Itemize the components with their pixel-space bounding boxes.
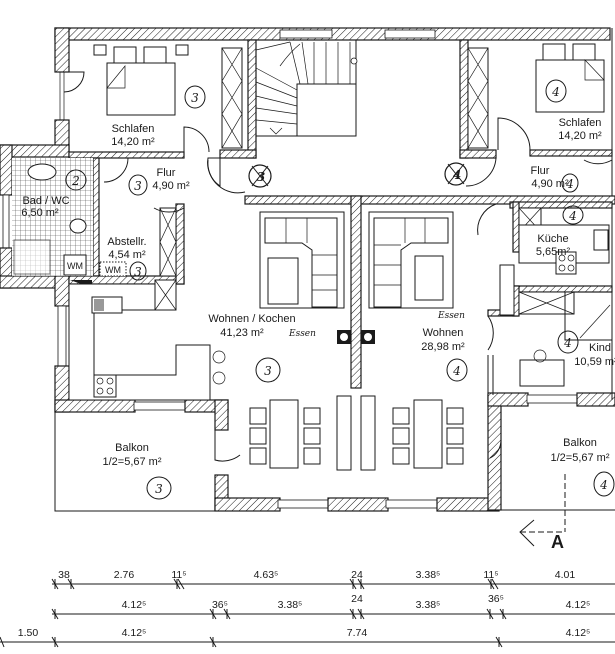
washer-1 <box>63 254 87 276</box>
bed-unit-4 <box>535 43 605 113</box>
room-name: Flur <box>157 167 176 179</box>
dimension-label: 36⁵ <box>212 599 228 611</box>
unit-number: 3 <box>155 482 163 496</box>
dining-unit-3 <box>249 395 352 471</box>
entrance-marker-3: 3 <box>248 164 272 188</box>
bathtub-icon <box>13 239 51 275</box>
room-area: 5,65m² <box>536 246 571 258</box>
room-area: 14,20 m² <box>111 136 155 148</box>
room-label-wohnen-kochen: Wohnen / Kochen 41,23 m² 3 Essen <box>208 313 316 383</box>
room-name: Kind <box>589 342 611 354</box>
room-area: 41,23 m² <box>220 327 264 339</box>
unit-number: 4 <box>452 364 461 378</box>
entrance-number-4: 4 <box>453 168 461 182</box>
handwritten-note: Essen <box>437 311 465 321</box>
dimension-label: 36⁵ <box>488 593 504 605</box>
room-area: 14,20 m² <box>558 130 602 142</box>
unit-number: 4 <box>565 177 574 191</box>
staircase <box>255 39 358 137</box>
room-name: Schlafen <box>112 123 155 135</box>
room-name: Wohnen / Kochen <box>208 313 295 325</box>
room-area: 1/2=5,67 m² <box>550 452 609 464</box>
washer-2 <box>99 261 127 277</box>
dimension-label: 7.74 <box>347 627 368 639</box>
sofa-unit-3 <box>259 211 345 309</box>
dimension-label: 11⁵ <box>483 569 498 581</box>
room-area: 4,90 m² <box>152 180 190 192</box>
washer-2-label: WM <box>105 265 121 275</box>
doors <box>63 71 613 462</box>
room-label-bad: Bad / WC 6,50 m² 2 <box>21 169 87 219</box>
dimension-label: 24 <box>351 569 363 581</box>
section-marker: A <box>519 474 566 552</box>
unit-number: 4 <box>599 478 608 492</box>
dimension-label: 4.12⁵ <box>566 599 591 611</box>
room-label-flur-3: Flur 4,90 m² 3 <box>128 167 190 196</box>
unit-number: 4 <box>563 336 572 350</box>
dimension-label: 38 <box>58 569 70 581</box>
dimension-label: 3.38⁵ <box>416 569 441 581</box>
room-label-flur-4: Flur 4,90 m² 4 <box>531 165 579 193</box>
room-label-kind: Kind 10,59 m² 4 <box>557 330 615 368</box>
room-name: Balkon <box>115 442 149 454</box>
room-name: Wohnen <box>423 327 464 339</box>
room-label-schlafen-4: Schlafen 14,20 m² 4 <box>545 79 602 142</box>
unit-number: 4 <box>568 209 577 223</box>
dimension-label: 24 <box>351 593 363 605</box>
dimension-lines: 38 2.76 11⁵ 4.63⁵ 24 3.38⁵ 11⁵ 4.01 4.12… <box>0 569 615 648</box>
dimension-label: 1.50 <box>18 627 39 639</box>
unit-number: 3 <box>264 364 272 378</box>
room-area: 1/2=5,67 m² <box>102 456 161 468</box>
sofa-unit-4 <box>368 211 454 309</box>
room-label-abstellraum: Abstellr. 4,54 m² 3 <box>107 236 147 281</box>
room-area: 10,59 m² <box>574 356 615 368</box>
dimension-label: 3.38⁵ <box>278 599 303 611</box>
dimension-label: 4.12⁵ <box>566 627 591 639</box>
dimension-label: 3.38⁵ <box>416 599 441 611</box>
unit-number: 3 <box>134 179 142 193</box>
room-area: 6,50 m² <box>21 207 59 219</box>
sink-icon <box>27 163 57 181</box>
room-name: Bad / WC <box>22 195 69 207</box>
dimension-label: 4.63⁵ <box>254 569 279 581</box>
unit-number: 3 <box>134 265 142 279</box>
bed-unit-3 <box>93 44 189 116</box>
dimension-label: 2.76 <box>114 569 135 581</box>
room-name: Balkon <box>563 437 597 449</box>
washer-1-label: WM <box>67 261 83 271</box>
room-label-wohnen-4: Wohnen 28,98 m² 4 Essen <box>421 311 468 382</box>
room-label-balkon-4: Balkon 1/2=5,67 m² 4 <box>550 437 615 497</box>
interior-walls <box>68 39 615 395</box>
exterior-walls <box>0 27 615 512</box>
kind-furniture <box>519 291 613 387</box>
kitchen-unit-4 <box>499 224 610 316</box>
room-label-kueche: Küche 5,65m² 4 <box>536 205 584 258</box>
room-area: 28,98 m² <box>421 341 465 353</box>
kitchen-unit-3 <box>68 283 226 401</box>
balcony-outlines <box>54 412 615 512</box>
dimension-label: 4.12⁵ <box>122 627 147 639</box>
room-name: Schlafen <box>559 117 602 129</box>
unit-number: 3 <box>191 91 199 105</box>
unit-number: 2 <box>71 174 80 188</box>
section-label: A <box>551 532 564 552</box>
room-name: Abstellr. <box>107 236 146 248</box>
unit-number: 4 <box>551 85 560 99</box>
entrance-marker-4: 4 <box>444 162 468 186</box>
room-area: 4,54 m² <box>108 249 146 261</box>
toilet-icon <box>69 218 87 234</box>
dimension-label: 4.12⁵ <box>122 599 147 611</box>
room-label-schlafen-3: Schlafen 14,20 m² 3 <box>111 85 206 148</box>
room-area: 4,90 m² <box>531 178 569 190</box>
handwritten-note: Essen <box>288 329 316 339</box>
dimension-label: 4.01 <box>555 569 576 581</box>
room-name: Flur <box>531 165 550 177</box>
entrance-number-3: 3 <box>257 170 265 184</box>
chimneys <box>337 330 375 344</box>
dining-unit-4 <box>360 395 464 471</box>
room-label-balkon-3: Balkon 1/2=5,67 m² 3 <box>102 442 172 500</box>
room-name: Küche <box>537 233 568 245</box>
dimension-label: 11⁵ <box>171 569 186 581</box>
